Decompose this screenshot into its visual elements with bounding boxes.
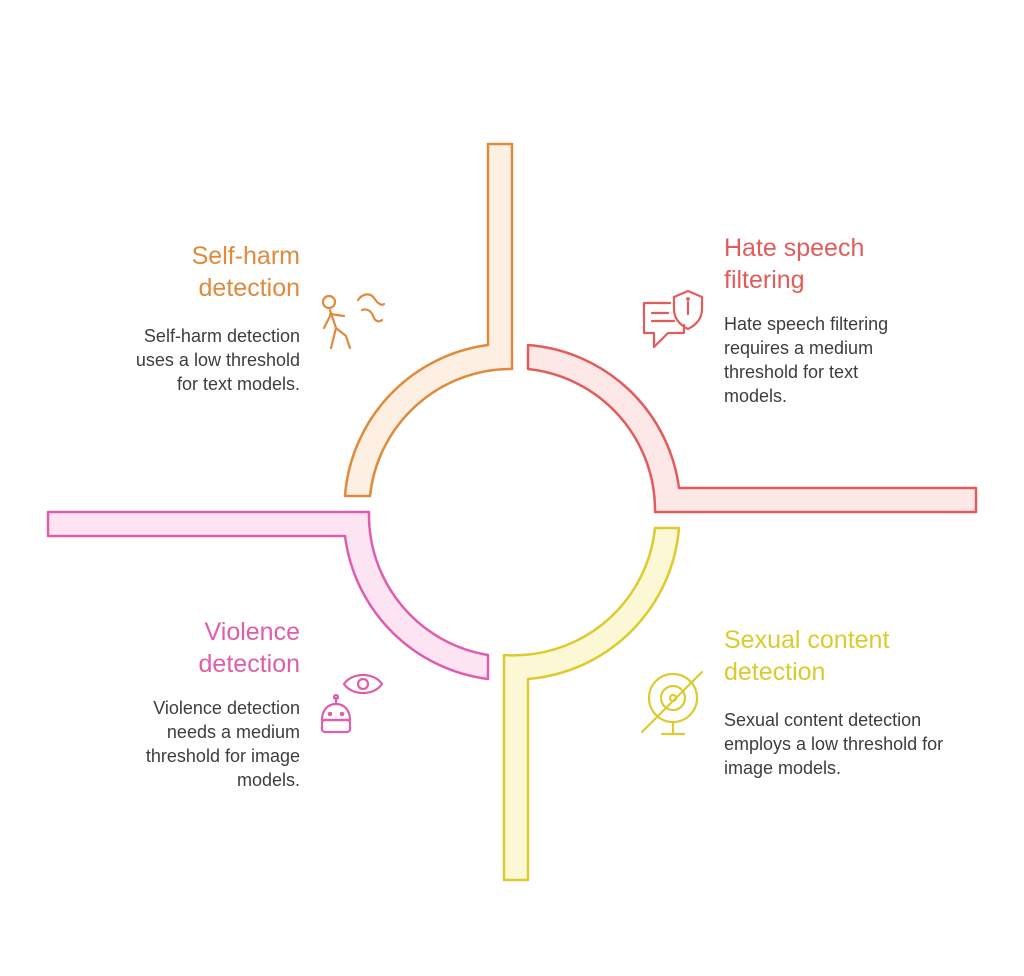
person-walking-icon [321,293,386,350]
violence-title: Violence detection [198,618,300,678]
chat-shield-icon [642,289,704,349]
webcam-off-icon [640,670,704,736]
self-harm-description: Self-harm detection uses a low threshold… [135,326,300,394]
sexual-content-arm [502,526,681,882]
violence-description: Violence detection needs a medium thresh… [145,698,300,790]
sexual-content-title: Sexual content detection [724,626,890,686]
violence-arm [46,510,490,681]
eye-robot-icon [320,673,384,734]
self-harm-arm [343,142,514,498]
self-harm-title: Self-harm detection [191,242,300,302]
hate-speech-description: Hate speech filtering requires a medium … [724,314,889,406]
hate-speech-arm [526,343,978,514]
hate-speech-title: Hate speech filtering [724,234,865,294]
sexual-content-description: Sexual content detection employs a low t… [724,710,944,778]
